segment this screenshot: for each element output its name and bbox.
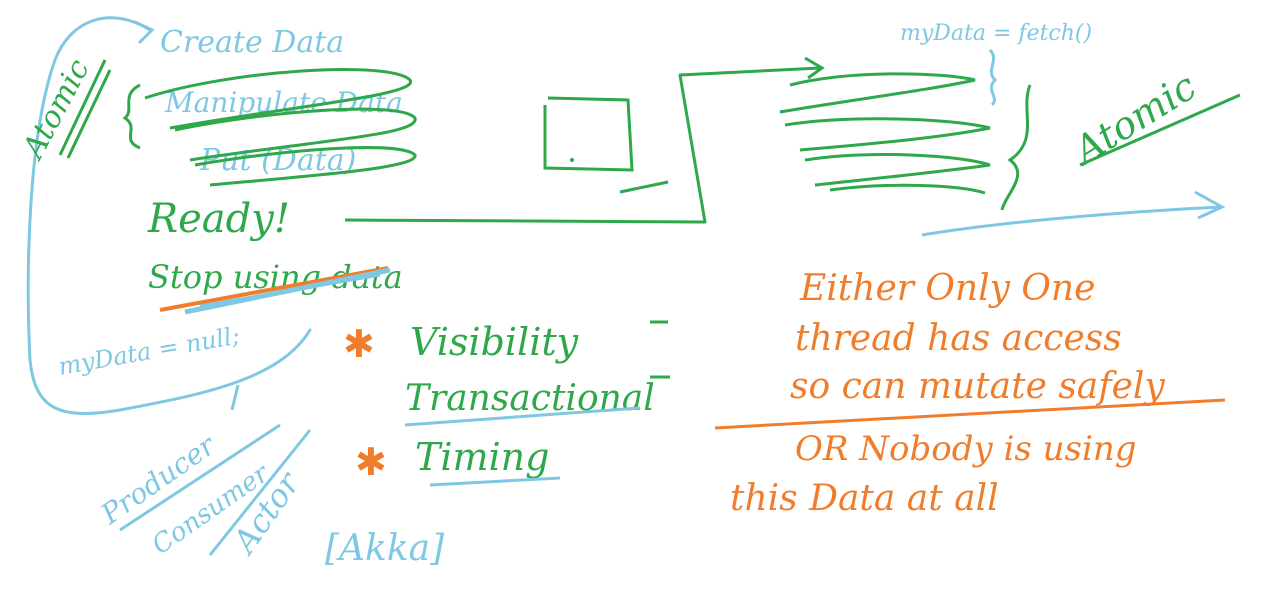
timing-label: Timing [415, 435, 549, 479]
green-flow-line [344, 66, 821, 224]
steps-swoosh-2 [174, 107, 417, 162]
blue-brace [988, 48, 998, 107]
right-swoosh-2 [784, 117, 991, 152]
step-create-data: Create Data [160, 25, 344, 60]
right-green-brace [1000, 84, 1032, 211]
atomic-underline-1 [58, 59, 107, 156]
rule-last-line: this Data at all [730, 478, 999, 519]
right-swoosh-4 [829, 183, 986, 195]
rule-line-2: thread has access [795, 318, 1122, 359]
strike-orange [159, 266, 389, 312]
blue-long-arrowhead [1194, 190, 1226, 220]
rule-line-3: so can mutate safely [790, 366, 1165, 407]
atomic-vertical-label: Atomic [15, 53, 97, 166]
rule-divider [714, 398, 1226, 430]
steps-swoosh-1 [144, 68, 412, 130]
atomic-underline-2 [66, 69, 112, 159]
blue-long-arrow [921, 205, 1221, 237]
green-box [543, 96, 634, 172]
rule-or-line: OR Nobody is using [795, 429, 1137, 469]
akka-label: [Akka] [325, 528, 445, 569]
rule-line-1: Either Only One [799, 268, 1095, 309]
consumer-divider [208, 429, 312, 556]
visibility-star: ✱ [343, 322, 375, 366]
atomic-right-underline [1079, 93, 1241, 167]
transactional-label: Transactional [405, 378, 655, 419]
producer-divider [119, 423, 281, 532]
timing-underline [429, 476, 561, 487]
ready-label: Ready! [147, 196, 290, 242]
right-swoosh-3 [804, 153, 991, 187]
steps-swoosh-3 [194, 146, 417, 187]
fetch-assignment: myData = fetch() [900, 21, 1092, 46]
green-box-dot [570, 158, 574, 162]
strike-blue-2 [199, 273, 381, 308]
left-loop-arrowhead [133, 20, 155, 44]
green-box-tail [619, 180, 669, 194]
steps-left-brace [122, 83, 141, 150]
left-loop-bracket [26, 16, 312, 415]
producer-tick [230, 384, 240, 411]
right-swoosh-1 [779, 72, 976, 114]
null-assignment: myData = null; [56, 321, 242, 380]
transactional-underline [404, 406, 641, 427]
visibility-label: Visibility [410, 320, 579, 364]
green-flow-arrowhead [804, 56, 825, 80]
timing-star: ✱ [355, 440, 387, 484]
